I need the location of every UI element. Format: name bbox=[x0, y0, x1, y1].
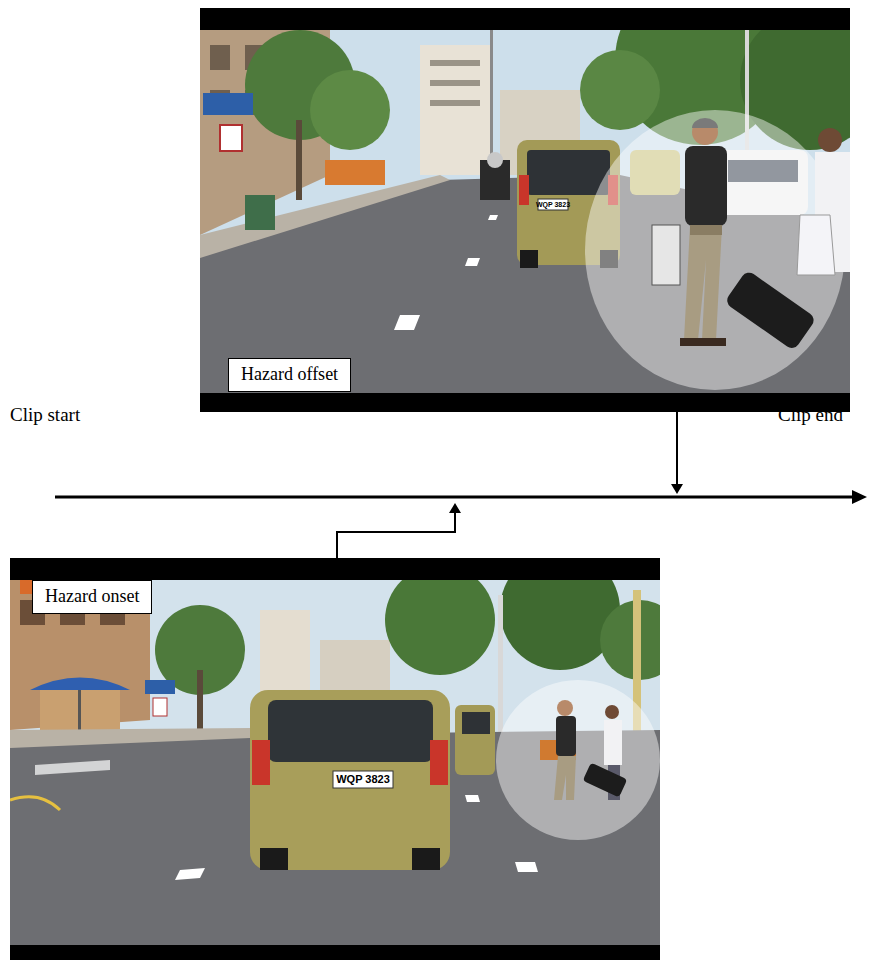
illustration-part bbox=[333, 771, 393, 788]
illustration-part bbox=[702, 338, 726, 346]
illustration-part bbox=[200, 30, 850, 393]
illustration-part bbox=[35, 760, 110, 775]
illustration-part bbox=[519, 175, 529, 205]
illustration-part bbox=[252, 740, 270, 785]
illustration-part bbox=[325, 160, 385, 185]
illustration-part bbox=[488, 215, 498, 220]
illustration-part bbox=[583, 762, 628, 797]
illustration-part bbox=[220, 125, 242, 151]
illustration-part bbox=[260, 848, 288, 870]
illustration-part bbox=[692, 118, 718, 128]
illustration-part bbox=[818, 128, 842, 152]
offset-pointer bbox=[671, 412, 683, 494]
hazard-label-box: Hazard offset bbox=[228, 358, 351, 392]
timeline-label: Clip end bbox=[778, 404, 843, 427]
illustration-part bbox=[430, 740, 448, 785]
illustration-part bbox=[175, 868, 205, 880]
illustration-part bbox=[465, 795, 480, 802]
illustration-part bbox=[10, 797, 60, 810]
illustration-part bbox=[652, 225, 680, 285]
onset-pointer bbox=[337, 503, 461, 558]
illustration-part bbox=[487, 152, 503, 168]
illustration-part bbox=[200, 175, 450, 258]
illustration-part bbox=[724, 270, 817, 352]
illustration-part bbox=[10, 580, 660, 945]
illustration-part bbox=[680, 338, 704, 346]
timeline-label: Clip start bbox=[10, 404, 80, 427]
hazard-label: Hazard onset bbox=[45, 586, 139, 608]
timeline bbox=[55, 490, 867, 504]
hazard-offset-photo bbox=[200, 0, 880, 412]
illustration-part bbox=[250, 690, 450, 870]
illustration-part bbox=[515, 862, 538, 872]
illustration-part bbox=[605, 705, 619, 719]
illustration-part bbox=[30, 678, 130, 691]
illustration-part bbox=[556, 716, 576, 756]
illustration-part bbox=[40, 690, 120, 730]
illustration-part bbox=[465, 258, 480, 266]
illustration-part bbox=[527, 150, 610, 195]
illustration-part bbox=[245, 195, 275, 230]
illustration-part bbox=[430, 80, 480, 86]
hazard-label-box: Hazard onset bbox=[32, 580, 152, 614]
illustration-part bbox=[797, 215, 835, 275]
illustration-part bbox=[449, 503, 461, 513]
licence-plate: WQP 3823 bbox=[336, 774, 390, 785]
illustration-part bbox=[430, 100, 480, 106]
illustration-part bbox=[203, 93, 253, 115]
illustration-part bbox=[852, 490, 867, 504]
illustration-part bbox=[430, 60, 480, 66]
illustration-part bbox=[455, 705, 495, 775]
illustration-part bbox=[420, 45, 490, 175]
illustration-part bbox=[685, 146, 727, 226]
illustration-part bbox=[394, 315, 420, 330]
illustration-part bbox=[684, 226, 722, 340]
illustration-part bbox=[671, 484, 683, 494]
illustration-part bbox=[153, 698, 167, 716]
illustration-part bbox=[296, 120, 302, 200]
illustration-part bbox=[520, 250, 538, 268]
illustration-part bbox=[462, 712, 490, 734]
illustration-part bbox=[604, 720, 622, 765]
illustration-part bbox=[337, 512, 455, 558]
illustration-part bbox=[557, 700, 573, 716]
illustration-part bbox=[55, 496, 854, 499]
illustration-part bbox=[412, 848, 440, 870]
illustration-part bbox=[690, 225, 722, 235]
illustration-part bbox=[676, 412, 678, 486]
licence-plate: WQP 3823 bbox=[536, 201, 570, 208]
illustration-part bbox=[580, 50, 660, 130]
illustration-part bbox=[500, 580, 620, 670]
illustration-part bbox=[10, 728, 250, 748]
illustration-part bbox=[496, 680, 660, 840]
illustration-part bbox=[385, 580, 495, 675]
illustration-part bbox=[585, 110, 845, 390]
illustration-part bbox=[692, 119, 718, 145]
illustration-part bbox=[268, 700, 433, 762]
illustration-part bbox=[10, 580, 150, 730]
hazard-label: Hazard offset bbox=[241, 364, 338, 386]
hazard-onset-photo bbox=[10, 550, 680, 960]
illustration-part bbox=[600, 600, 660, 680]
illustration-part bbox=[210, 45, 230, 70]
illustration-part bbox=[554, 756, 576, 800]
illustration-part bbox=[498, 595, 503, 745]
illustration-part bbox=[310, 70, 390, 150]
illustration-part bbox=[145, 680, 175, 694]
illustration-part bbox=[78, 690, 81, 730]
